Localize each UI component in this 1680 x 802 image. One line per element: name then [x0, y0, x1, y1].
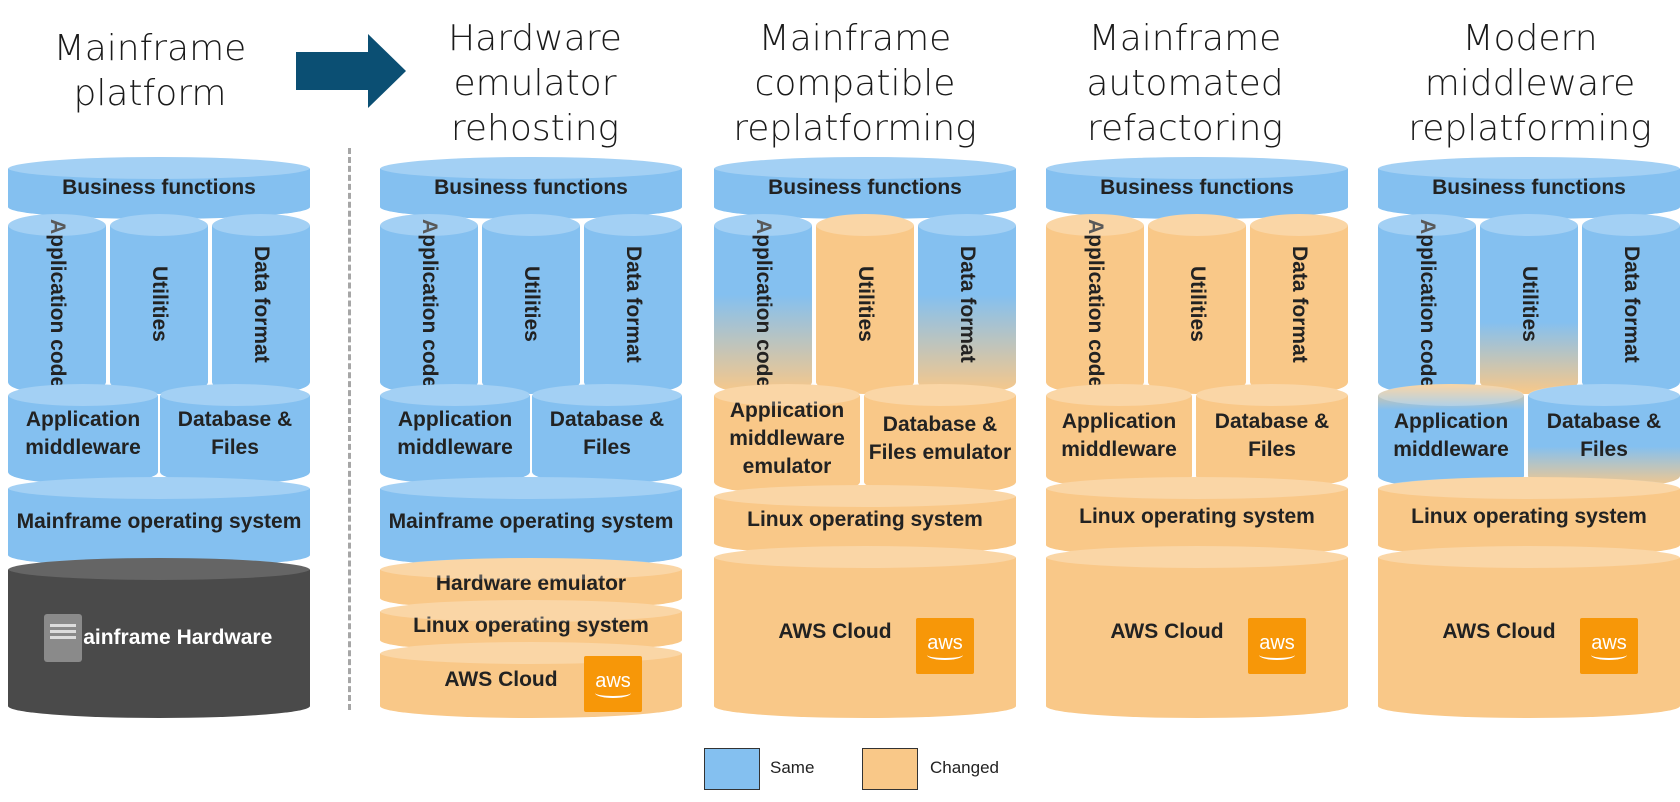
title-mainframe-compatible-replatforming: Mainframe compatible replatforming	[733, 18, 977, 149]
legend-changed-swatch	[862, 748, 918, 790]
divider	[348, 148, 351, 710]
data-format-layer: Data format	[1582, 214, 1680, 394]
application-middleware-layer: Application middleware	[1046, 384, 1192, 488]
aws-logo-icon: aws	[1580, 618, 1638, 674]
application-code-layer: Application code	[1046, 214, 1144, 394]
stack-mainframe-platform: Business functions Application code Util…	[8, 152, 310, 718]
application-middleware-layer: Application middleware	[1378, 384, 1524, 488]
linux-os-layer: Linux operating system	[714, 485, 1016, 555]
application-middleware-layer: Application middleware	[380, 384, 530, 484]
aws-logo-icon: aws	[916, 618, 974, 674]
title-mainframe-platform: Mainframe platform	[53, 28, 247, 114]
legend-same-label: Same	[770, 758, 815, 777]
aws-logo-icon: aws	[584, 656, 642, 712]
utilities-layer: Utilities	[110, 214, 208, 394]
aws-cloud-layer: AWS Cloud	[1046, 546, 1348, 718]
utilities-layer: Utilities	[482, 214, 580, 394]
data-format-layer: Data format	[584, 214, 682, 394]
application-middleware-emulator-layer: Application middleware emulator	[714, 384, 860, 494]
aws-cloud-layer: AWS Cloud	[1378, 546, 1680, 718]
business-functions-layer: Business functions	[380, 157, 682, 219]
title-hardware-emulator-rehosting: Hardware emulator rehosting	[448, 18, 622, 149]
application-code-layer: Application code	[1378, 214, 1476, 394]
legend-changed-label: Changed	[930, 758, 1000, 777]
data-format-layer: Data format	[1250, 214, 1348, 394]
linux-os-layer: Linux operating system	[1378, 477, 1680, 557]
stack-mainframe-compatible-replatforming: Business functions Application code Util…	[714, 152, 1016, 718]
database-files-layer: Database & Files	[160, 384, 310, 484]
utilities-layer: Utilities	[1148, 214, 1246, 394]
legend-same-swatch	[704, 748, 760, 790]
aws-cloud-layer: AWS Cloud	[714, 546, 1016, 718]
data-format-layer: Data format	[212, 214, 310, 394]
database-files-layer: Database & Files	[1196, 384, 1348, 488]
application-code-layer: Application code	[380, 214, 478, 394]
mainframe-os-layer: Mainframe operating system	[8, 477, 310, 567]
business-functions-layer: Business functions	[714, 157, 1016, 219]
data-format-layer: Data format	[918, 214, 1016, 394]
business-functions-layer: Business functions	[8, 157, 310, 219]
aws-logo-icon: aws	[1248, 618, 1306, 674]
application-code-layer: Application code	[8, 214, 106, 394]
linux-os-layer: Linux operating system	[380, 600, 682, 652]
hardware-emulator-layer: Hardware emulator	[380, 558, 682, 610]
application-code-layer: Application code	[714, 214, 812, 394]
title-modern-middleware-replatforming: Modern middleware replatforming	[1408, 18, 1652, 149]
stack-mainframe-automated-refactoring: Business functions Application code Util…	[1046, 152, 1348, 718]
database-files-layer: Database & Files	[532, 384, 682, 484]
title-mainframe-automated-refactoring: Mainframe automated refactoring	[1086, 18, 1284, 149]
business-functions-layer: Business functions	[1378, 157, 1680, 219]
utilities-layer: Utilities	[1480, 214, 1578, 394]
database-files-emulator-layer: Database & Files emulator	[864, 384, 1016, 494]
database-files-layer: Database & Files	[1528, 384, 1680, 488]
linux-os-layer: Linux operating system	[1046, 477, 1348, 557]
right-arrow-icon	[296, 34, 406, 108]
stack-hardware-emulator-rehosting: Business functions Application code Util…	[380, 152, 682, 718]
utilities-layer: Utilities	[816, 214, 914, 394]
stack-modern-middleware-replatforming: Business functions Application code Util…	[1378, 152, 1680, 718]
business-functions-layer: Business functions	[1046, 157, 1348, 219]
application-middleware-layer: Application middleware	[8, 384, 158, 484]
server-icon	[44, 614, 82, 662]
mainframe-os-layer: Mainframe operating system	[380, 477, 682, 567]
